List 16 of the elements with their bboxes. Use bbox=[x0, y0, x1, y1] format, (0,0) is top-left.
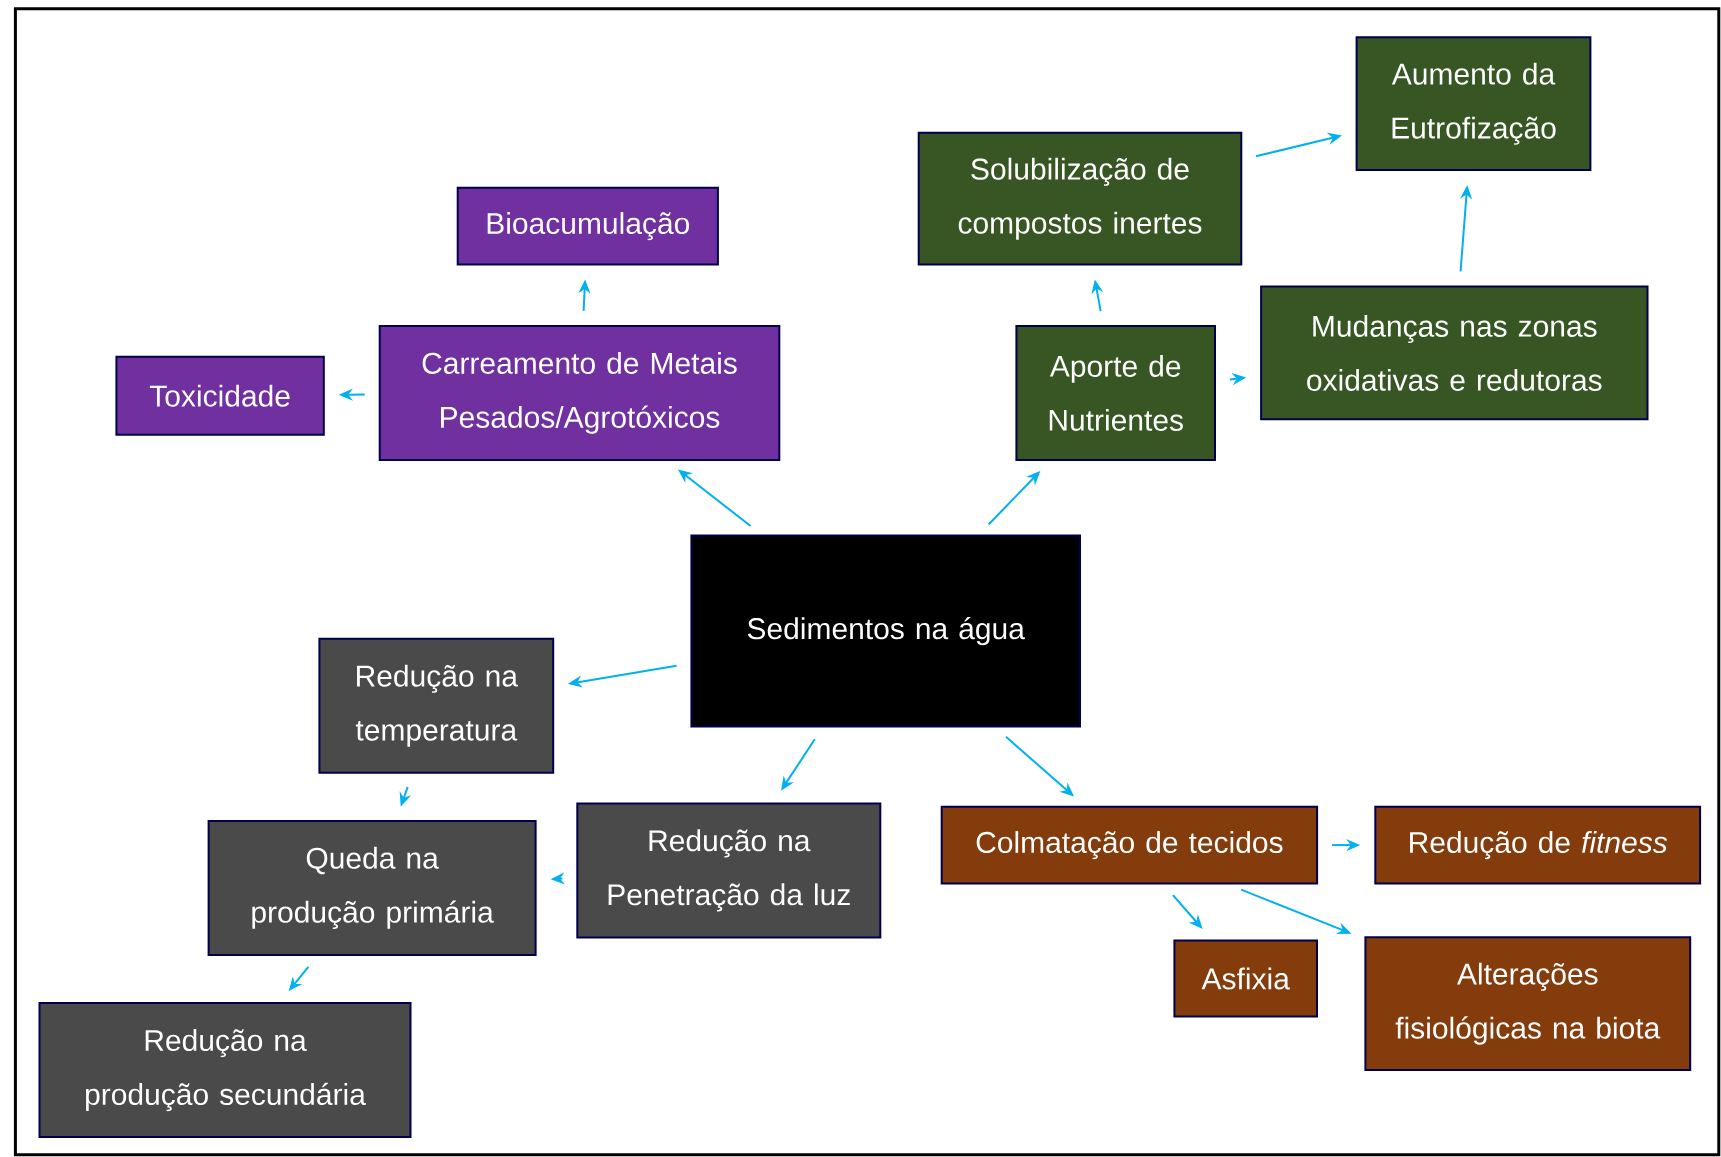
process-box: Sedimentos na água bbox=[690, 534, 1081, 728]
process-box: Aumento da Eutrofização bbox=[1355, 36, 1592, 172]
process-box: Queda na produção primária bbox=[207, 819, 537, 956]
process-box: Redução de fitness bbox=[1374, 805, 1702, 885]
process-box: Carreamento de Metais Pesados/Agrotóxicos bbox=[378, 324, 781, 461]
process-box: Bioacumulação bbox=[456, 186, 719, 266]
process-box: Redução na temperatura bbox=[318, 637, 555, 774]
process-box: Asfixia bbox=[1173, 939, 1318, 1018]
process-box: Aporte de Nutrientes bbox=[1015, 324, 1216, 461]
process-box: Mudanças nas zonas oxidativas e redutoras bbox=[1260, 285, 1649, 421]
process-box: Toxicidade bbox=[115, 355, 325, 436]
process-box: Redução na produção secundária bbox=[38, 1002, 412, 1139]
process-box: Redução na Penetração da luz bbox=[576, 802, 882, 939]
process-box: Colmatação de tecidos bbox=[940, 805, 1319, 885]
process-box: Solubilização de compostos inertes bbox=[917, 131, 1243, 266]
process-box: Alterações fisiológicas na biota bbox=[1364, 936, 1692, 1072]
